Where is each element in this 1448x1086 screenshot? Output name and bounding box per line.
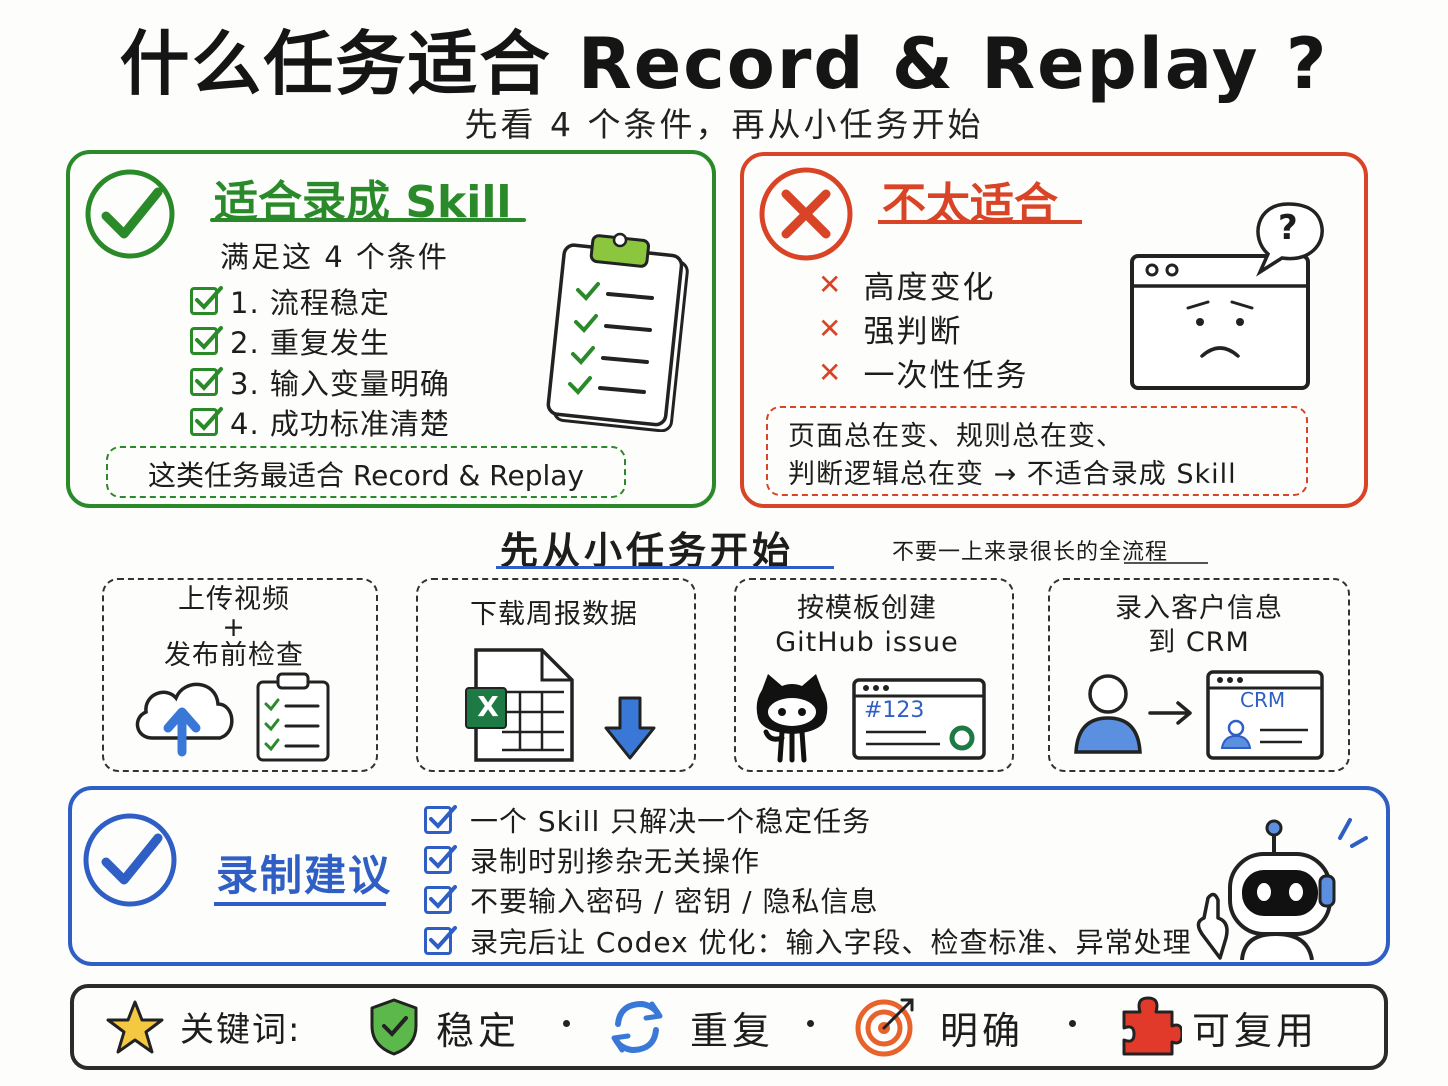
page-subtitle: 先看 4 个条件，再从小任务开始 (464, 105, 984, 144)
suitable-heading-underline (210, 218, 526, 222)
keywords-label: 关键词: (180, 1010, 302, 1050)
advice-item: 录完后让 Codex 优化：输入字段、检查标准、异常处理 (424, 921, 1192, 961)
keyword-stable: 稳定 (436, 1009, 521, 1053)
unsuitable-note-box (766, 406, 1308, 496)
suitable-item: 2. 重复发生 (190, 320, 390, 362)
task-card-upload (102, 578, 378, 772)
suitable-item: 4. 成功标准清楚 (190, 401, 450, 443)
task-card-github (734, 578, 1014, 772)
checklist-icon (256, 672, 330, 762)
suitable-note-box (106, 446, 626, 498)
robot-icon (1196, 818, 1368, 960)
suitable-lead: 满足这 4 个条件 (220, 240, 449, 274)
task-card-crm-text: 录入客户信息 到 CRM (1115, 593, 1283, 658)
download-arrow-icon (604, 696, 656, 760)
unsuitable-note-line-1: 页面总在变、规则总在变、 (788, 421, 1124, 452)
cross-icon: ✕ (818, 268, 844, 301)
checkbox-icon (424, 885, 457, 914)
refresh-cycle-icon (611, 1000, 663, 1054)
keyword-separator (1069, 1020, 1076, 1027)
blue-check-circle-icon (83, 813, 177, 907)
task-card-download (416, 578, 696, 772)
small-tasks-note: 不要一上来录很长的全流程 (892, 540, 1169, 565)
task-card-upload-text: 上传视频 + 发布前检查 (164, 584, 304, 671)
small-tasks-heading: 先从小任务开始 (500, 529, 795, 573)
task-card-crm (1048, 578, 1350, 772)
keywords-bar (70, 984, 1388, 1070)
cross-icon: ✕ (818, 312, 844, 345)
red-x-circle-icon (759, 167, 853, 261)
unsuitable-item: ✕ 高度变化 (818, 268, 996, 306)
task-card-github-text: 按模板创建 GitHub issue (775, 593, 959, 658)
suitable-item: 3. 输入变量明确 (190, 361, 450, 403)
crm-label: CRM (1240, 688, 1286, 712)
issue-number: #123 (864, 698, 925, 723)
puzzle-piece-icon (1122, 996, 1182, 1056)
checkbox-icon (190, 407, 223, 436)
checkbox-icon (190, 367, 223, 396)
task-card-download-text: 下载周报数据 (470, 599, 638, 630)
crm-window-icon (1206, 670, 1324, 760)
advice-item: 不要输入密码 / 密钥 / 隐私信息 (424, 880, 878, 920)
suitable-item: 1. 流程稳定 (190, 280, 390, 322)
keyword-repeat: 重复 (690, 1009, 775, 1053)
unsuitable-panel (740, 152, 1368, 508)
cross-icon: ✕ (818, 356, 844, 389)
small-tasks-underline (496, 566, 834, 569)
target-icon (855, 998, 914, 1057)
user-person-icon (1074, 674, 1142, 754)
suitable-panel (66, 150, 716, 508)
keyword-separator (807, 1020, 814, 1027)
unsuitable-item: ✕ 强判断 (818, 312, 963, 350)
keyword-reusable: 可复用 (1192, 1009, 1319, 1053)
unsuitable-heading-underline (878, 220, 1082, 224)
arrow-right-icon (1148, 701, 1192, 725)
star-icon (106, 1000, 164, 1054)
question-bubble: ? (1278, 208, 1298, 248)
issue-window-icon (852, 678, 986, 760)
advice-panel (68, 786, 1390, 966)
checkbox-icon (190, 286, 223, 315)
green-check-circle-icon (85, 169, 175, 259)
unsuitable-note-line-2: 判断逻辑总在变 → 不适合录成 Skill (788, 459, 1237, 490)
keyword-separator (563, 1020, 570, 1027)
advice-heading: 录制建议 (216, 851, 393, 900)
shield-check-icon (370, 998, 418, 1056)
page-title: 什么任务适合 Record & Replay ? (119, 23, 1329, 105)
keyword-clear: 明确 (940, 1009, 1025, 1053)
clipboard-icon (546, 232, 689, 432)
checkbox-icon (424, 805, 457, 834)
checkbox-icon (424, 845, 457, 874)
excel-file-icon (465, 648, 574, 762)
github-octocat-icon (756, 674, 828, 763)
small-tasks-note-underline (1124, 562, 1208, 564)
advice-item: 录制时别掺杂无关操作 (424, 840, 760, 880)
advice-heading-underline (214, 902, 386, 906)
excel-mark: X (477, 690, 499, 723)
checkbox-icon (424, 926, 457, 955)
sad-window-icon (1130, 202, 1324, 390)
advice-item: 一个 Skill 只解决一个稳定任务 (424, 800, 871, 840)
checkbox-icon (190, 326, 223, 355)
cloud-upload-icon (135, 682, 234, 757)
unsuitable-item: ✕ 一次性任务 (818, 356, 1029, 394)
suitable-note: 这类任务最适合 Record & Replay (148, 459, 584, 492)
